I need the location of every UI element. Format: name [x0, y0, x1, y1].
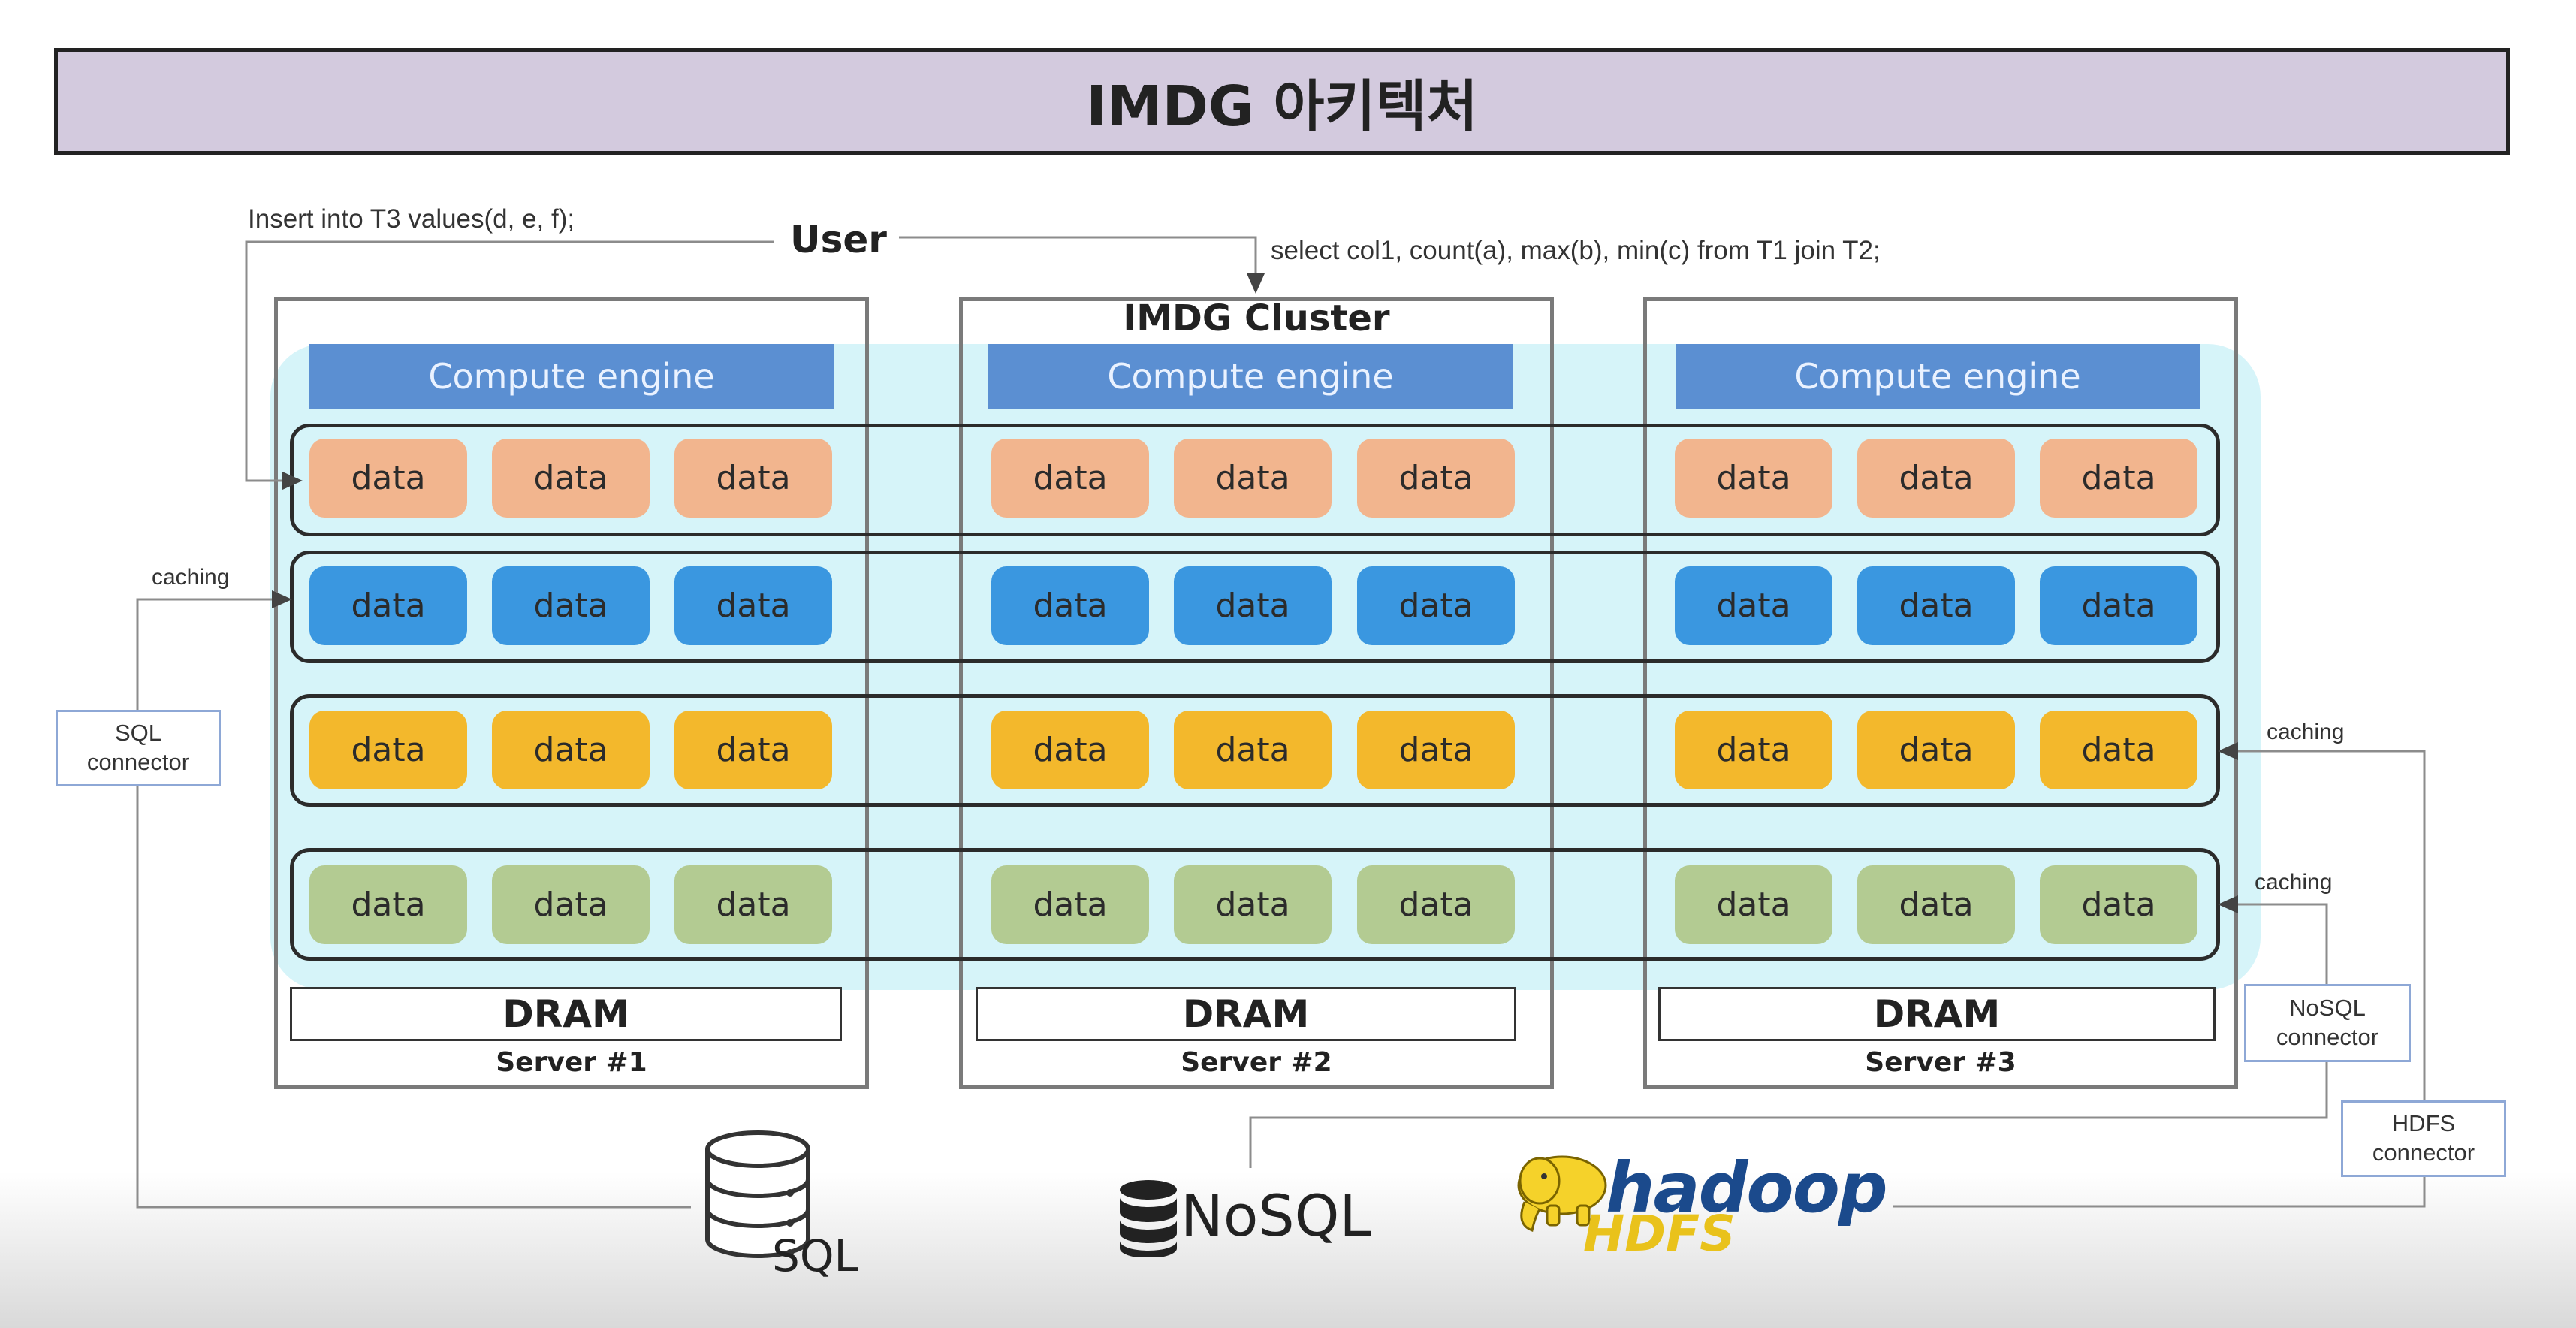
data-cell: data [492, 865, 650, 944]
user-label: User [790, 218, 887, 261]
insert-flow-line [245, 240, 774, 490]
nosql-connector-line1: NoSQL [2289, 994, 2366, 1022]
data-cell: data [674, 865, 832, 944]
data-cell: data [1857, 865, 2015, 944]
compute-engine-1: Compute engine [309, 344, 834, 409]
data-cell: data [1857, 566, 2015, 645]
sql-connector-line2: connector [86, 749, 190, 775]
compute-engine-3: Compute engine [1676, 344, 2200, 409]
sql-caching-line [136, 590, 691, 1209]
data-cell: data [2040, 566, 2197, 645]
server-3-label: Server #3 [1865, 1047, 2016, 1078]
data-cell: data [2040, 865, 2197, 944]
data-cell: data [309, 711, 467, 789]
hadoop-logo-text: hadoop [1606, 1148, 1888, 1228]
data-cell: data [1675, 439, 1832, 518]
hdfs-logo-text: HDFS [1583, 1205, 1736, 1263]
data-cell: data [309, 439, 467, 518]
data-cell: data [674, 711, 832, 789]
nosql-source-label: NoSQL [1181, 1182, 1371, 1249]
data-cell: data [492, 566, 650, 645]
data-cell: data [1857, 711, 2015, 789]
data-cell: data [1174, 865, 1332, 944]
server-1-label: Server #1 [496, 1047, 647, 1078]
data-cell: data [309, 865, 467, 944]
dram-1: DRAM [290, 987, 842, 1041]
sql-caching-label: caching [152, 565, 230, 590]
server-2-box [959, 297, 1554, 1089]
data-cell: data [1675, 711, 1832, 789]
data-cell: data [1357, 439, 1515, 518]
cluster-label: IMDG Cluster [1123, 297, 1390, 340]
nosql-caching-label: caching [2255, 870, 2333, 895]
server-3-box [1643, 297, 2238, 1089]
data-cell: data [309, 566, 467, 645]
dram-2: DRAM [976, 987, 1516, 1041]
insert-query: Insert into T3 values(d, e, f); [248, 204, 575, 234]
data-cell: data [1675, 865, 1832, 944]
sql-connector: SQL connector [56, 710, 221, 786]
data-cell: data [991, 711, 1149, 789]
data-cell: data [2040, 439, 2197, 518]
data-cell: data [1174, 566, 1332, 645]
nosql-connector: NoSQL connector [2244, 984, 2411, 1062]
select-flow-line [899, 236, 1265, 294]
sql-source-label: SQL [772, 1230, 858, 1281]
hdfs-connector-line1: HDFS [2391, 1110, 2456, 1137]
data-cell: data [674, 566, 832, 645]
page-title: IMDG 아키텍처 [54, 48, 2510, 155]
database-stack-icon [1120, 1180, 1177, 1257]
background-fade [0, 1172, 2576, 1328]
data-cell: data [1357, 865, 1515, 944]
hdfs-connector-line2: connector [2372, 1139, 2475, 1166]
data-cell: data [2040, 711, 2197, 789]
data-cell: data [492, 439, 650, 518]
server-2-label: Server #2 [1181, 1047, 1332, 1078]
server-1-box [274, 297, 869, 1089]
data-cell: data [991, 566, 1149, 645]
data-cell: data [492, 711, 650, 789]
nosql-connector-line2: connector [2276, 1024, 2379, 1050]
dram-3: DRAM [1658, 987, 2216, 1041]
select-query: select col1, count(a), max(b), min(c) fr… [1271, 236, 1881, 265]
data-cell: data [991, 865, 1149, 944]
data-cell: data [991, 439, 1149, 518]
hdfs-caching-label: caching [2267, 720, 2345, 744]
data-cell: data [1357, 711, 1515, 789]
data-cell: data [1174, 711, 1332, 789]
data-cell: data [1857, 439, 2015, 518]
sql-connector-line1: SQL [114, 720, 162, 747]
data-cell: data [1357, 566, 1515, 645]
compute-engine-2: Compute engine [988, 344, 1513, 409]
data-cell: data [674, 439, 832, 518]
hdfs-connector: HDFS connector [2341, 1100, 2506, 1177]
hadoop-elephant-logo [1517, 1155, 1607, 1232]
database-cylinder-icon [705, 1130, 810, 1258]
nosql-caching-line [1249, 895, 2328, 1168]
data-cell: data [1174, 439, 1332, 518]
hdfs-caching-line [1893, 742, 2426, 1208]
data-cell: data [1675, 566, 1832, 645]
